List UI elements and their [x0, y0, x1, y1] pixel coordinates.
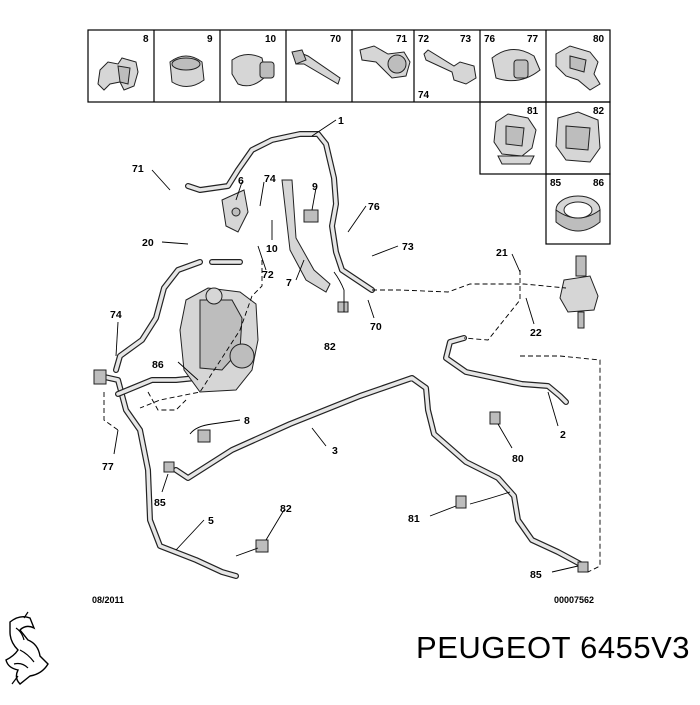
callout-85-left: 85 — [154, 497, 166, 509]
bracket-7 — [281, 179, 331, 293]
callout-10: 10 — [266, 243, 278, 255]
callout-81: 81 — [408, 513, 420, 525]
brand-name: PEUGEOT — [416, 630, 572, 665]
clip-81-icon — [493, 113, 537, 165]
clip-8-diagram — [197, 429, 211, 443]
callout-71: 71 — [132, 163, 144, 175]
parts-table: 8 9 10 70 71 72 73 74 76 77 80 81 82 85 … — [87, 29, 611, 245]
clamp-85-diagram — [163, 461, 175, 473]
callout-74-left: 74 — [110, 309, 122, 321]
cell-label-82: 82 — [593, 106, 605, 117]
callout-1: 1 — [338, 115, 344, 127]
callout-7: 7 — [286, 277, 292, 289]
callout-3: 3 — [332, 445, 338, 457]
diagram-date: 08/2011 — [92, 595, 124, 605]
hose-5 — [97, 373, 239, 579]
peugeot-lion-logo-icon — [5, 611, 49, 685]
clamp-85-lower-diagram — [577, 561, 589, 573]
cell-label-71: 71 — [396, 34, 408, 45]
clip-80-icon — [555, 45, 601, 91]
callout-82-low: 82 — [280, 503, 292, 515]
clip-81-diagram — [455, 495, 467, 509]
hose-3 — [173, 375, 587, 569]
diagram-reference: 00007562 — [554, 595, 594, 605]
callout-76: 76 — [368, 201, 380, 213]
clip-82-lower-diagram — [255, 539, 269, 553]
callout-77: 77 — [102, 461, 114, 473]
callout-82-mid: 82 — [324, 341, 336, 353]
clip-82-icon — [555, 111, 601, 163]
callout-8: 8 — [244, 415, 250, 427]
hose-2 — [443, 335, 569, 405]
callout-5: 5 — [208, 515, 214, 527]
cell-label-72: 72 — [418, 34, 430, 45]
nut-10-icon — [231, 54, 275, 87]
cell-label-10: 10 — [265, 34, 277, 45]
callout-20: 20 — [142, 237, 154, 249]
cell-label-77: 77 — [527, 34, 539, 45]
cell-label-73: 73 — [460, 34, 472, 45]
leader-lines — [113, 119, 579, 573]
cell-label-70: 70 — [330, 34, 342, 45]
hose-1 — [185, 131, 375, 293]
grommet-9-icon — [169, 55, 205, 87]
cell-label-8: 8 — [143, 34, 149, 45]
clip-80-diagram — [489, 411, 501, 425]
dashed-outlines — [103, 260, 601, 573]
hose-20 — [113, 259, 243, 373]
bolt-72-73-74-icon — [423, 49, 477, 85]
bolt-71-icon — [359, 45, 411, 79]
callout-70: 70 — [370, 321, 382, 333]
callout-21: 21 — [496, 247, 508, 259]
nut-76-77-icon — [491, 49, 541, 82]
callout-85-right: 85 — [530, 569, 542, 581]
bracket-6 — [221, 189, 249, 233]
callout-86: 86 — [152, 359, 164, 371]
clamp-85-86-icon — [555, 195, 601, 232]
callout-2: 2 — [560, 429, 566, 441]
cell-label-86: 86 — [593, 178, 605, 189]
clip-8-icon — [97, 57, 139, 91]
callout-73: 73 — [402, 241, 414, 253]
cell-label-74: 74 — [418, 90, 430, 101]
steering-actuator — [559, 255, 599, 329]
callout-labels: 1 2 3 5 6 7 8 9 10 20 21 22 70 71 72 73 … — [102, 115, 566, 581]
cell-label-9: 9 — [207, 34, 213, 45]
part-number: 6455V3 — [580, 630, 690, 665]
callout-80: 80 — [512, 453, 524, 465]
clip-82-diagram — [337, 301, 349, 313]
callout-9: 9 — [312, 181, 318, 193]
cell-label-85: 85 — [550, 178, 562, 189]
bolt-70-icon — [291, 49, 341, 85]
cell-label-81: 81 — [527, 106, 539, 117]
grommet-9-diagram — [303, 209, 319, 223]
cell-label-76: 76 — [484, 34, 496, 45]
callout-22: 22 — [530, 327, 542, 339]
pump-reservoir — [179, 287, 259, 393]
callout-72: 72 — [262, 269, 274, 281]
hose-5-return — [115, 375, 199, 397]
callout-6: 6 — [238, 175, 244, 187]
cell-label-80: 80 — [593, 34, 605, 45]
union-74-diagram — [93, 369, 107, 385]
callout-74-top: 74 — [264, 173, 276, 185]
